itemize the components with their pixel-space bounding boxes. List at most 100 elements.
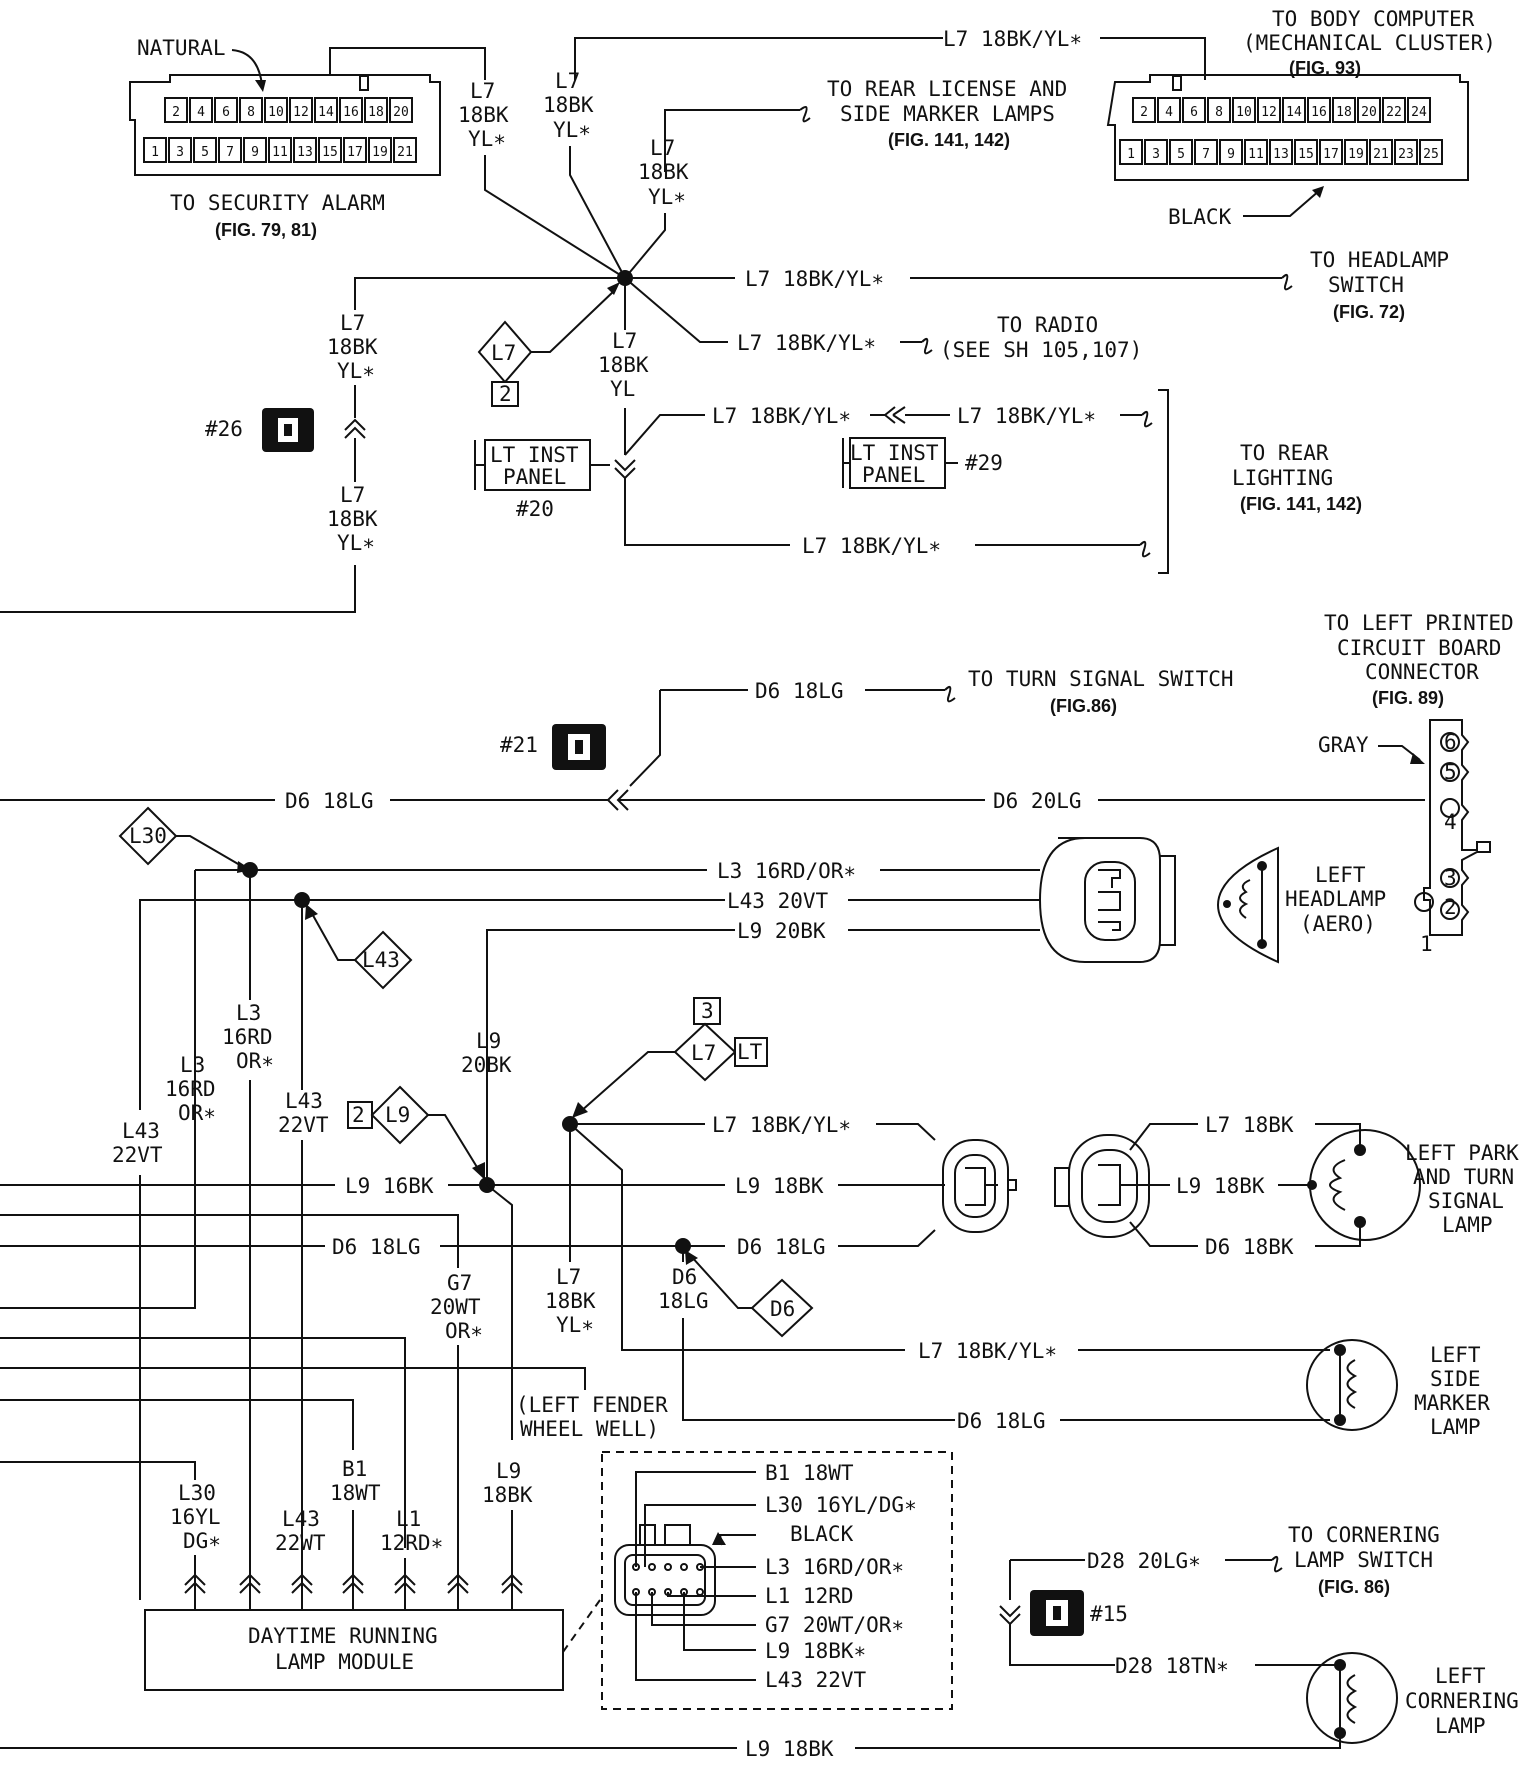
wire-turn-signal [629, 690, 661, 787]
svg-text:PANEL: PANEL [503, 465, 566, 489]
wire-rear-lighting-up [624, 414, 705, 456]
wire-label: L9 18BK [745, 1737, 834, 1761]
connector-pin-cell [389, 97, 413, 123]
connector-pin-cell [1144, 139, 1168, 165]
drl-connector-chevron [291, 1573, 313, 1610]
turn-signal-break [944, 685, 956, 703]
left-pcb-connector: 6 5 4 3 2 1 [1414, 719, 1491, 956]
wire-label: L7 18BK/YL∗ [802, 534, 941, 558]
wire-d6-main-2 [390, 789, 985, 811]
connector-pin-cell [214, 97, 238, 123]
fender-label-2: WHEEL WELL) [520, 1417, 659, 1441]
wire-label: L43 [282, 1507, 320, 1531]
side-marker-lamp-icon [1306, 1339, 1398, 1431]
svg-text:L43: L43 [362, 948, 400, 972]
splice-l7-2: L7 2 [477, 320, 533, 407]
splice-l9-arrowhead [472, 1162, 485, 1180]
wire-l30 [0, 1461, 196, 1468]
connector-pin-cell [1169, 139, 1193, 165]
wire-label: D6 18LG [737, 1235, 826, 1259]
wire-26-connector [344, 385, 366, 482]
wire-label: 22VT [112, 1143, 163, 1167]
splice-d6-arrowhead [685, 1250, 698, 1265]
connector-pin-number: 13 [297, 145, 313, 160]
wire-body-computer [574, 37, 943, 80]
connector-pin-cell [1282, 97, 1306, 123]
splice-l9: 2 L9 [347, 1085, 430, 1145]
wire-label: L1 [396, 1507, 421, 1531]
wire-label: 22WT [275, 1531, 326, 1555]
wire-g7 [0, 1214, 459, 1268]
ground-26-label: #26 [205, 417, 243, 441]
wire-label: 18LG [658, 1289, 709, 1313]
splice-l7-arrowhead [607, 282, 620, 295]
pinout-black: BLACK [790, 1522, 854, 1546]
wire-label: YL∗ [648, 185, 686, 209]
connector-pin-number: 3 [176, 145, 184, 160]
connector-pin-number: 9 [1227, 147, 1235, 162]
wire-label: L7 18BK/YL∗ [918, 1339, 1057, 1363]
wire-label: D6 18LG [957, 1409, 1046, 1433]
connector-pin-number: 8 [247, 105, 255, 120]
connector-pin-number: 10 [1236, 105, 1252, 120]
cornering-switch-ref: (FIG. 86) [1318, 1577, 1390, 1597]
wire-to-hub-2 [569, 146, 626, 279]
park-lamp-line1: LEFT PARK [1405, 1141, 1519, 1165]
connector-pin-cell [1344, 139, 1368, 165]
lt-inst-panel-20: LT INST PANEL [474, 439, 610, 491]
ground-15-label: #15 [1090, 1602, 1128, 1626]
connector-pin-number: 14 [1286, 105, 1302, 120]
splice-l7-lt-arrowhead [572, 1102, 588, 1118]
connector-pin-number: 16 [1311, 105, 1327, 120]
splice-l43: L43 [353, 930, 413, 990]
black-leader [718, 1534, 756, 1546]
lt-inst-panel-29: LT INST PANEL [842, 437, 958, 489]
wire-label: L9 18BK [1176, 1174, 1265, 1198]
pinout-l1: L1 12RD [765, 1584, 854, 1608]
svg-text:2: 2 [499, 382, 512, 406]
ground-15-icon [1030, 1590, 1084, 1636]
wire-park-d6-2 [1315, 1222, 1361, 1247]
connector-pin-number: 15 [1298, 147, 1314, 162]
connector-pin-cell [1244, 139, 1268, 165]
wire-l7-down-left [0, 1367, 586, 1390]
park-lamp-connector-right [1054, 1134, 1150, 1238]
connector-pin-number: 25 [1423, 147, 1439, 162]
cornering-switch-line2: LAMP SWITCH [1294, 1548, 1433, 1572]
side-marker-line2: SIDE [1430, 1367, 1481, 1391]
wire-label: L7 [340, 483, 365, 507]
connector-pin-cell [1219, 139, 1243, 165]
wire-label: OR∗ [236, 1049, 274, 1073]
wire-label: YL∗ [468, 127, 506, 151]
wire-label: 16RD [165, 1077, 216, 1101]
wire-label: L7 18BK/YL∗ [712, 1113, 851, 1137]
connector-pin-number: 10 [268, 105, 284, 120]
wire-label: L7 [555, 69, 580, 93]
svg-text:6: 6 [1444, 730, 1457, 754]
connector-pin-cell [1194, 139, 1218, 165]
headlamp-switch-ref: (FIG. 72) [1333, 302, 1405, 322]
side-marker-line1: LEFT [1430, 1343, 1481, 1367]
wire-label: 18BK [327, 507, 378, 531]
connector-pin-number: 4 [1165, 105, 1173, 120]
wire-radio [624, 277, 728, 343]
wire-splice-l9 [428, 1114, 481, 1173]
natural-label: NATURAL [137, 36, 226, 60]
wire-label: L3 [180, 1053, 205, 1077]
wire-l9-bottom-2 [855, 1733, 1341, 1749]
turn-signal-line1: TO TURN SIGNAL SWITCH [968, 667, 1234, 691]
connector-pin-number: 15 [322, 145, 338, 160]
svg-text:L7: L7 [691, 1041, 716, 1065]
wire-label: 18BK [327, 335, 378, 359]
wire-label: OR∗ [178, 1101, 216, 1125]
radio-line2: (SEE SH 105,107) [940, 338, 1142, 362]
security-alarm-ref: (FIG. 79, 81) [215, 220, 317, 240]
headlamp-switch-line2: SWITCH [1328, 273, 1404, 297]
wire-label: L3 16RD/OR∗ [717, 859, 856, 883]
rear-license-line1: TO REAR LICENSE AND [827, 77, 1067, 101]
wire-splice-l7 [531, 289, 616, 353]
headlamp-switch-break [1281, 273, 1293, 291]
wire-park-l7-2 [1315, 1123, 1361, 1150]
